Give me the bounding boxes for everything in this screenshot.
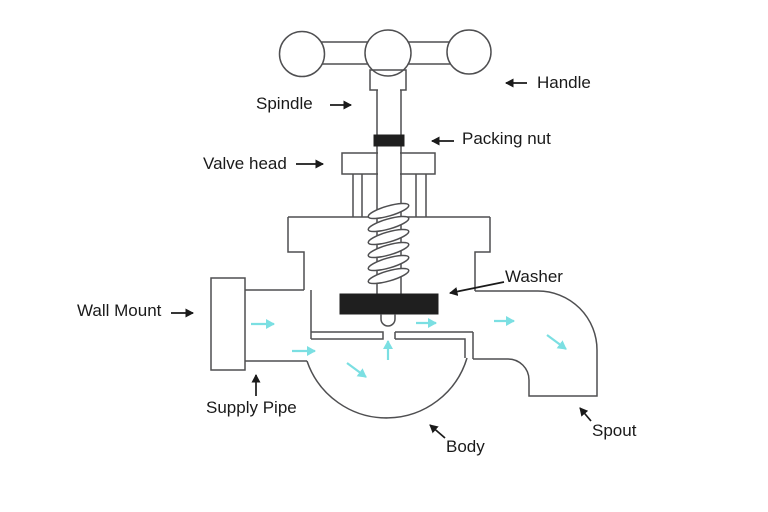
label-handle: Handle — [537, 73, 591, 92]
body-bowl — [306, 357, 468, 419]
label-packing-nut: Packing nut — [462, 129, 551, 148]
packing-nut-band — [373, 134, 405, 147]
flow-arrows — [251, 316, 567, 378]
washer-label-arrow — [449, 281, 505, 296]
supply-channel-and-seat — [245, 289, 474, 362]
label-washer: Washer — [505, 267, 563, 286]
label-body: Body — [446, 437, 485, 456]
washer-bar — [339, 293, 439, 315]
spout-elbow — [473, 290, 598, 397]
label-spout: Spout — [592, 421, 637, 440]
handle-knob-center — [364, 29, 412, 77]
label-wall-mount: Wall Mount — [77, 301, 162, 320]
label-supply-pipe: Supply Pipe — [206, 398, 297, 417]
handle-knob-right — [446, 29, 492, 75]
flow-arrow-spout-diagonal — [546, 334, 567, 350]
label-valve-head: Valve head — [203, 154, 287, 173]
handle-knob-left — [278, 30, 326, 78]
spout-label-arrow — [579, 407, 592, 422]
body-label-arrow — [429, 424, 446, 439]
label-arrows — [171, 78, 592, 439]
jumper-dome — [380, 314, 396, 327]
wall-mount-flange — [210, 277, 246, 371]
washer-assembly — [339, 293, 439, 327]
handle-assembly — [278, 29, 492, 91]
flow-arrow-bowl-diagonal — [346, 362, 367, 378]
label-spindle: Spindle — [256, 94, 313, 113]
spring-coil — [367, 202, 410, 285]
